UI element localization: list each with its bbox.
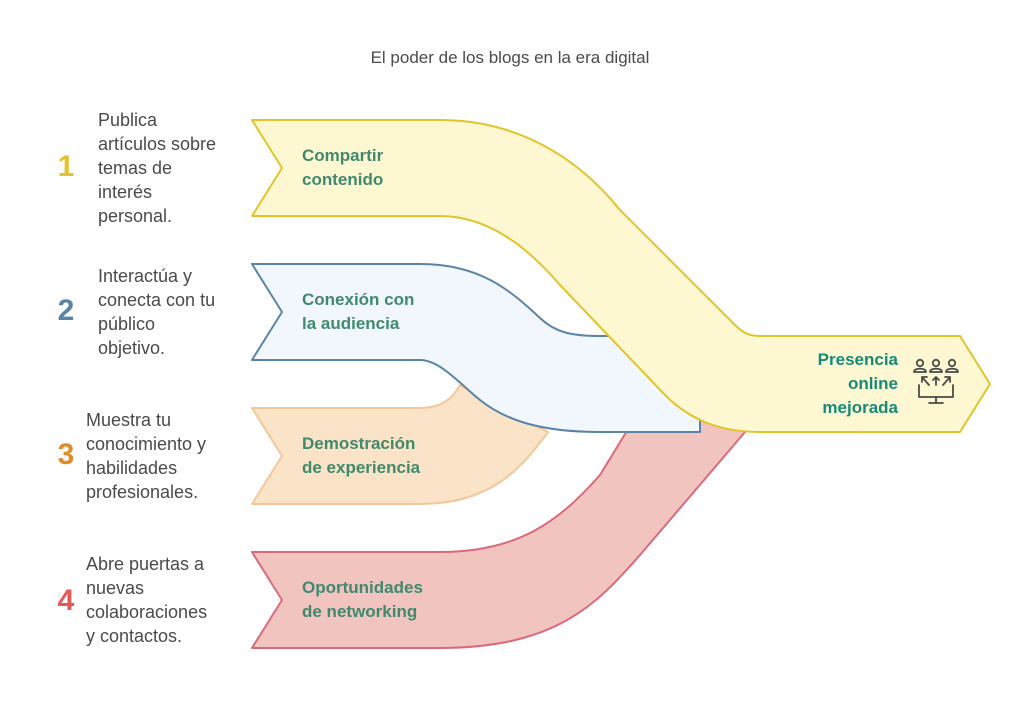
label-line: Demostración [302, 434, 416, 453]
label-line: de networking [302, 602, 418, 621]
step-number-4: 4 [57, 584, 75, 617]
desc-line: interés [98, 182, 153, 202]
step-number-2: 2 [57, 294, 75, 327]
desc-line: y contactos. [86, 626, 183, 646]
label-line: contenido [302, 170, 384, 189]
label-line: Presencia [817, 350, 898, 369]
flow-band-contenido [251, 119, 991, 433]
step-description-4: Abre puertas a nuevas colaboraciones y c… [86, 552, 236, 648]
flow-band-networking [251, 384, 746, 649]
step-description-2: Interactúa y conecta con tu público obje… [98, 264, 248, 360]
flow-label-experiencia: Demostración de experiencia [302, 432, 420, 480]
diagram-title: El poder de los blogs en la era digital [370, 48, 650, 67]
flow-label-networking: Oportunidades de networking [302, 576, 423, 624]
result-label: Presencia online mejorada [788, 348, 898, 420]
step-description-3: Muestra tu conocimiento y habilidades pr… [86, 408, 236, 504]
desc-line: personal. [98, 206, 173, 226]
desc-line: público [98, 314, 156, 334]
step-number-3: 3 [57, 438, 75, 471]
label-line: la audiencia [302, 314, 400, 333]
desc-line: Publica [98, 110, 158, 130]
label-line: online [847, 374, 898, 393]
label-line: Oportunidades [302, 578, 423, 597]
desc-line: profesionales. [86, 482, 199, 502]
flow-label-audiencia: Conexión con la audiencia [302, 288, 414, 336]
desc-line: Abre puertas a [86, 554, 205, 574]
step-number-1: 1 [57, 150, 75, 183]
desc-line: colaboraciones [86, 602, 208, 622]
label-line: Compartir [302, 146, 384, 165]
flow-band-experiencia [251, 384, 549, 505]
desc-line: nuevas [86, 578, 145, 598]
desc-line: artículos sobre [98, 134, 217, 154]
step-description-1: Publica artículos sobre temas de interés… [98, 108, 248, 228]
desc-line: Interactúa y [98, 266, 193, 286]
label-line: mejorada [822, 398, 898, 417]
desc-line: habilidades [86, 458, 178, 478]
desc-line: objetivo. [98, 338, 166, 358]
flow-band-audiencia [251, 263, 701, 433]
label-line: Conexión con [302, 290, 415, 309]
desc-line: temas de [98, 158, 173, 178]
desc-line: conocimiento y [86, 434, 207, 454]
label-line: de experiencia [302, 458, 421, 477]
flow-label-contenido: Compartir contenido [302, 144, 383, 192]
audience-monitor-icon [913, 358, 959, 404]
desc-line: conecta con tu [98, 290, 216, 310]
desc-line: Muestra tu [86, 410, 172, 430]
